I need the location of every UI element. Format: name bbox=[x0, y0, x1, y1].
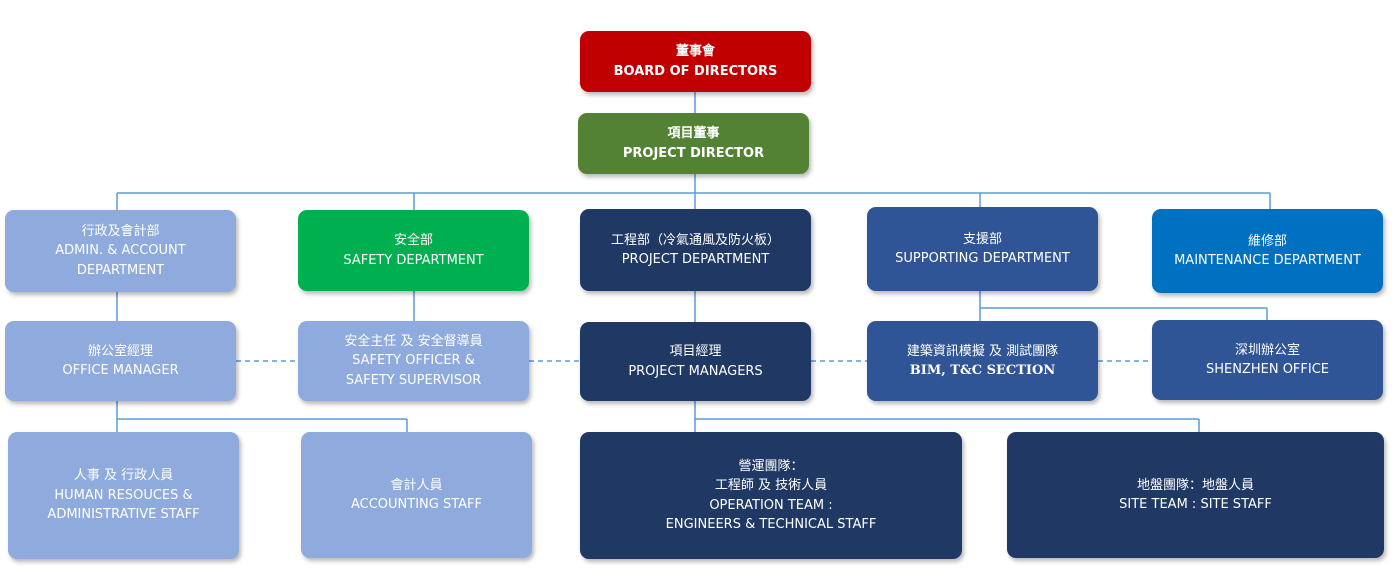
site-team-en: SITE TEAM : SITE STAFF bbox=[1119, 497, 1272, 512]
hr-staff-en1: HUMAN RESOUCES & bbox=[54, 487, 193, 503]
bim-tc-section-box: 建築資訊模擬 及 測試團隊 BIM, T&C SECTION bbox=[867, 321, 1098, 401]
safety-department-box: 安全部 SAFETY DEPARTMENT bbox=[298, 210, 529, 291]
safety-officer-en2: SAFETY SUPERVISOR bbox=[345, 372, 482, 388]
maintenance-dept-en: MAINTENANCE DEPARTMENT bbox=[1174, 253, 1361, 268]
project-dept-en: PROJECT DEPARTMENT bbox=[621, 252, 770, 267]
supporting-department-box: 支援部 SUPPORTING DEPARTMENT bbox=[867, 207, 1098, 291]
project-managers-zh: 項目經理 bbox=[669, 344, 722, 359]
bim-section-zh: 建築資訊模擬 及 測試團隊 bbox=[906, 343, 1059, 359]
admin-dept-en1: ADMIN. & ACCOUNT bbox=[55, 243, 186, 259]
admin-account-department-box: 行政及會計部 ADMIN. & ACCOUNT DEPARTMENT bbox=[5, 210, 236, 292]
operation-team-zh2: 工程師 及 技術人員 bbox=[714, 478, 828, 493]
operation-team-en1: OPERATION TEAM : bbox=[709, 497, 833, 513]
shenzhen-office-zh: 深圳辦公室 bbox=[1234, 342, 1300, 358]
accounting-staff-zh: 會計人員 bbox=[390, 477, 443, 493]
site-team-zh: 地盤團隊：地盤人員 bbox=[1136, 477, 1254, 493]
operation-team-box: 營運團隊： 工程師 及 技術人員 OPERATION TEAM : ENGINE… bbox=[580, 432, 962, 559]
office-manager-box: 辦公室經理 OFFICE MANAGER bbox=[5, 321, 236, 401]
board-en: BOARD OF DIRECTORS bbox=[613, 63, 778, 79]
operation-team-zh1: 營運團隊： bbox=[738, 458, 804, 474]
project-director-en: PROJECT DIRECTOR bbox=[622, 145, 765, 161]
admin-dept-en2: DEPARTMENT bbox=[76, 262, 165, 278]
project-managers-en: PROJECT MANAGERS bbox=[628, 363, 763, 379]
board-zh: 董事會 bbox=[675, 44, 715, 59]
shenzhen-office-en: SHENZHEN OFFICE bbox=[1205, 362, 1330, 377]
supporting-dept-zh: 支援部 bbox=[962, 231, 1002, 247]
safety-officer-zh: 安全主任 及 安全督導員 bbox=[344, 333, 483, 349]
accounting-staff-box: 會計人員 ACCOUNTING STAFF bbox=[301, 432, 532, 558]
safety-dept-zh: 安全部 bbox=[393, 233, 433, 248]
maintenance-dept-zh: 維修部 bbox=[1247, 233, 1287, 249]
safety-dept-en: SAFETY DEPARTMENT bbox=[343, 252, 484, 268]
project-director-box: 項目董事 PROJECT DIRECTOR bbox=[578, 113, 809, 174]
board-of-directors-box: 董事會 BOARD OF DIRECTORS bbox=[580, 31, 811, 92]
maintenance-department-box: 維修部 MAINTENANCE DEPARTMENT bbox=[1152, 209, 1383, 293]
safety-officer-box: 安全主任 及 安全督導員 SAFETY OFFICER & SAFETY SUP… bbox=[298, 321, 529, 401]
project-managers-box: 項目經理 PROJECT MANAGERS bbox=[580, 322, 811, 401]
shenzhen-office-box: 深圳辦公室 SHENZHEN OFFICE bbox=[1152, 320, 1383, 400]
supporting-dept-en: SUPPORTING DEPARTMENT bbox=[895, 251, 1070, 266]
office-manager-zh: 辦公室經理 bbox=[87, 343, 153, 359]
project-dept-zh: 工程部（冷氣通風及防火板） bbox=[610, 232, 780, 248]
hr-staff-en2: ADMINISTRATIVE STAFF bbox=[47, 507, 200, 523]
accounting-staff-en: ACCOUNTING STAFF bbox=[350, 497, 483, 512]
project-director-zh: 項目董事 bbox=[667, 126, 720, 141]
hr-staff-zh: 人事 及 行政人員 bbox=[73, 468, 174, 484]
hr-admin-staff-box: 人事 及 行政人員 HUMAN RESOUCES & ADMINISTRATIV… bbox=[8, 432, 239, 559]
project-department-box: 工程部（冷氣通風及防火板） PROJECT DEPARTMENT bbox=[580, 209, 811, 291]
office-manager-en: OFFICE MANAGER bbox=[62, 363, 179, 378]
admin-dept-zh: 行政及會計部 bbox=[81, 223, 160, 239]
operation-team-en2: ENGINEERS & TECHNICAL STAFF bbox=[665, 517, 877, 532]
safety-officer-en1: SAFETY OFFICER & bbox=[352, 353, 475, 369]
bim-section-en: BIM, T&C SECTION bbox=[909, 363, 1056, 378]
site-team-box: 地盤團隊：地盤人員 SITE TEAM : SITE STAFF bbox=[1007, 432, 1384, 558]
